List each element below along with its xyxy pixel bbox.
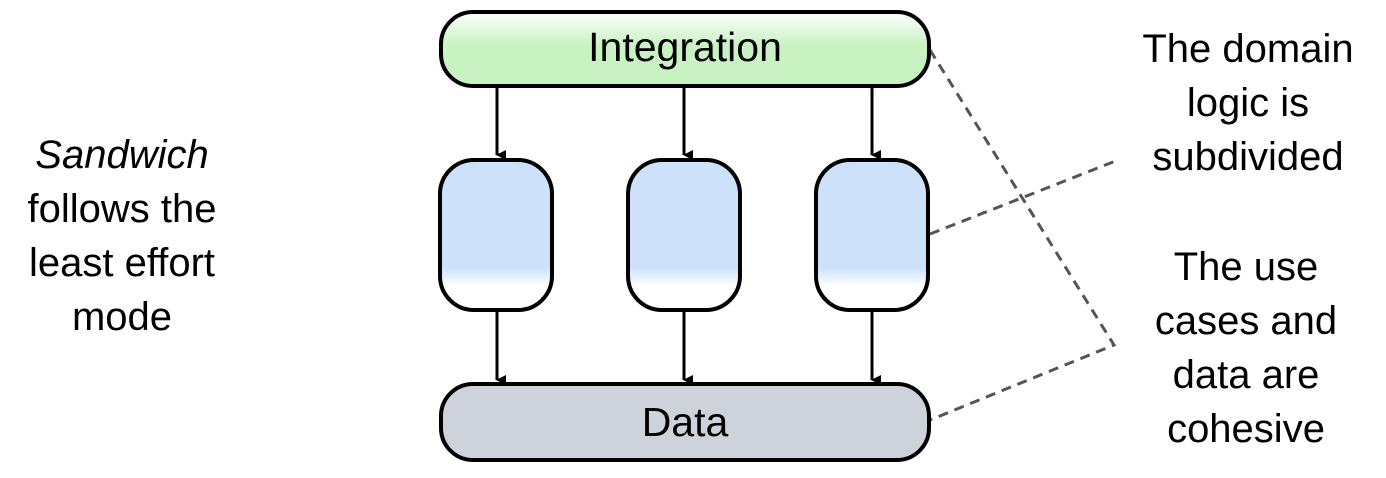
integration-box: Integration xyxy=(439,10,931,88)
left-caption-emphasis: Sandwich xyxy=(35,133,209,177)
arrows-top xyxy=(495,88,881,160)
data-label: Data xyxy=(642,399,729,445)
domain-box-2 xyxy=(626,158,742,312)
integration-label: Integration xyxy=(588,24,782,70)
arrows-bottom xyxy=(495,312,881,385)
leader-line-use-cases xyxy=(928,49,1117,422)
leader-line-domain xyxy=(929,158,1119,236)
note-use-cases-cohesive: The use cases and data are cohesive xyxy=(1154,245,1338,451)
leader-lines xyxy=(928,49,1119,422)
data-box: Data xyxy=(439,382,931,462)
note-domain-subdivided: The domain logic is subdivided xyxy=(1142,27,1354,179)
domain-box-3 xyxy=(814,158,930,312)
domain-box-1 xyxy=(438,158,554,312)
left-caption: Sandwich follows the least effort mode xyxy=(0,128,244,344)
left-caption-text: follows the least effort mode xyxy=(27,187,217,339)
